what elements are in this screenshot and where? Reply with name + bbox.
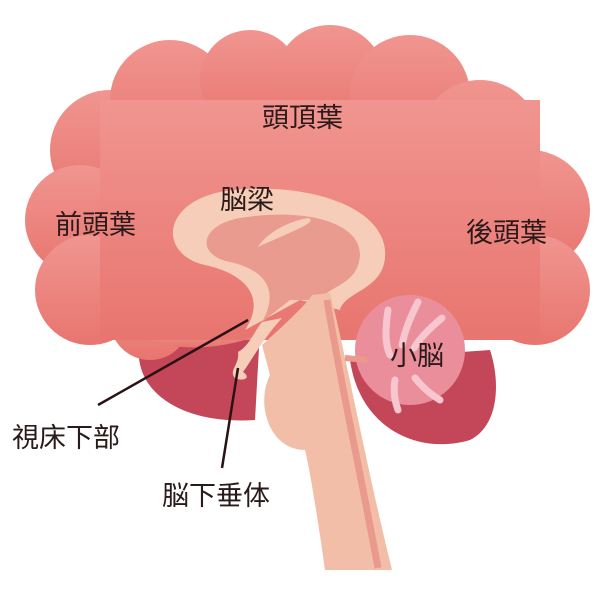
fornix-stripe	[258, 218, 311, 247]
label-hypothalamus: 視床下部	[12, 423, 120, 454]
cerebellar-peduncle	[344, 355, 368, 363]
hypothalamus-shape	[232, 318, 282, 380]
spinal-canal	[323, 299, 382, 569]
label-occipital-lobe: 後頭葉	[466, 218, 547, 249]
label-corpus-callosum: 脳梁	[220, 185, 274, 216]
pituitary-leader-line	[220, 367, 240, 469]
label-parietal-lobe: 頭頂葉	[262, 103, 343, 134]
hypothalamus-leader-line	[97, 318, 249, 407]
label-cerebellum: 小脳	[390, 341, 444, 372]
label-frontal-lobe: 前頭葉	[55, 210, 136, 241]
brainstem	[262, 293, 392, 570]
label-pituitary-gland: 脳下垂体	[162, 481, 270, 512]
cerebellum-folds	[382, 298, 446, 414]
